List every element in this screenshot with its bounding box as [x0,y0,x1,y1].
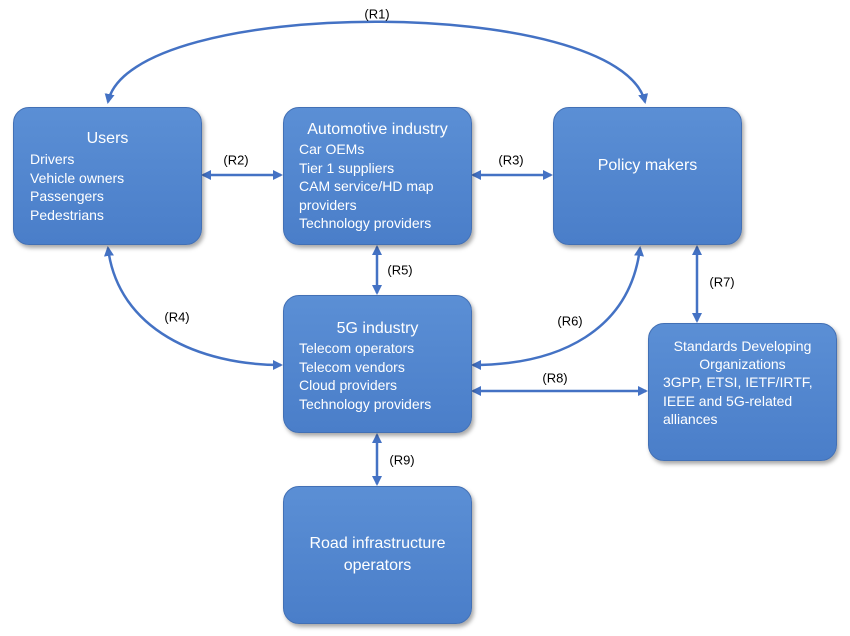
list-item: Telecom operators [299,340,415,356]
list-item: Cloud providers [299,377,398,393]
label-r4: (R4) [164,309,190,325]
node-sdo-title-line2: Organizations [699,356,786,372]
list-item: 3GPP, ETSI, IETF/IRTF, [663,374,813,390]
list-item: Passengers [30,188,104,204]
node-automotive-list: Car OEMs Tier 1 suppliers CAM service/HD… [299,140,471,233]
list-item: Drivers [30,151,75,167]
label-r8: (R8) [542,370,568,386]
node-road-title-line2: operators [343,557,412,574]
node-users-list: Drivers Vehicle owners Passengers Pedest… [30,150,201,224]
list-item: Technology providers [299,215,432,231]
arrow-r4 [104,246,283,370]
node-sdo-title-line1: Standards Developing [673,338,812,354]
node-users: Users Drivers Vehicle owners Passengers … [13,107,202,245]
node-road-title-line1: Road infrastructure [309,535,446,552]
node-automotive-industry: Automotive industry Car OEMs Tier 1 supp… [283,107,472,245]
node-standards-developing-organizations: Standards Developing Organizations 3GPP,… [648,323,837,461]
label-r9: (R9) [389,452,415,468]
label-r6: (R6) [557,313,583,329]
list-item: IEEE and 5G-related [663,392,793,409]
label-r7: (R7) [709,274,735,290]
label-r3: (R3) [498,152,524,168]
arrow-r6 [471,246,644,370]
node-5g-title: 5G industry [336,320,419,337]
node-users-title: Users [86,130,129,147]
arrow-r1 [104,20,649,104]
list-item: Pedestrians [30,206,104,223]
node-sdo-list: 3GPP, ETSI, IETF/IRTF, IEEE and 5G-relat… [663,373,836,429]
list-item: providers [299,196,357,213]
label-r5: (R5) [387,262,413,278]
list-item: Technology providers [299,395,432,412]
node-road-infrastructure-operators: Road infrastructure operators [283,486,472,624]
list-item: Car OEMs [299,141,365,157]
list-item: alliances [663,411,718,427]
node-5g-list: Telecom operators Telecom vendors Cloud … [299,339,471,413]
node-policy-title: Policy makers [597,157,698,174]
label-r1: (R1) [364,6,390,22]
list-item: Telecom vendors [299,358,405,375]
list-item: CAM service/HD map [299,178,434,194]
list-item: Tier 1 suppliers [299,159,395,176]
node-automotive-title: Automotive industry [307,121,448,138]
label-r2: (R2) [223,152,249,168]
node-5g-industry: 5G industry Telecom operators Telecom ve… [283,295,472,433]
node-policy-makers: Policy makers [553,107,742,245]
list-item: Vehicle owners [30,169,125,186]
